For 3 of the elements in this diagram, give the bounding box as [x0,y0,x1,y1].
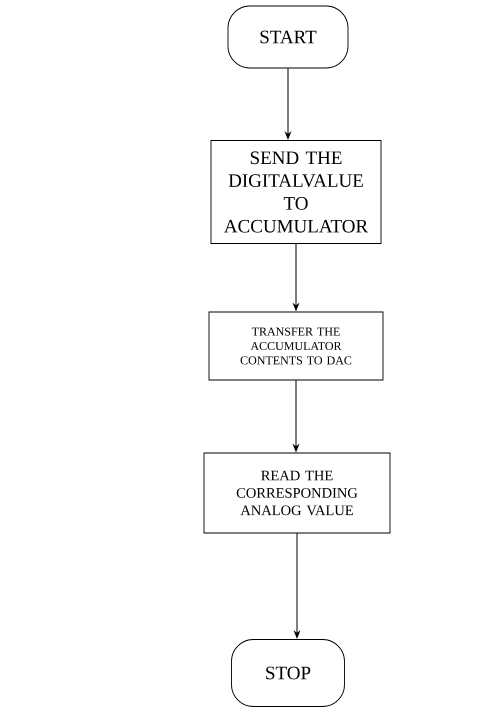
process-box: SEND THE DIGITALVALUE TO ACCUMULATOR [210,140,382,244]
process-box: TRANSFER THE ACCUMULATOR CONTENTS TO DAC [208,312,384,380]
process-box: READ THE CORRESPONDING ANALOG VALUE [204,452,390,534]
